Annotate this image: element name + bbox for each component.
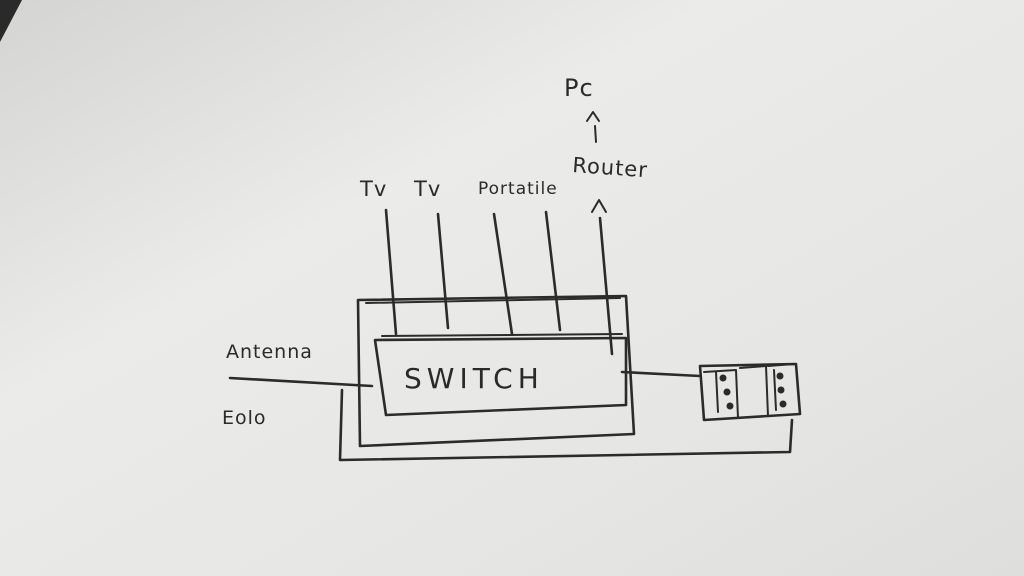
label-eolo: Eolo <box>222 407 267 429</box>
label-switch: SWITCH <box>404 362 544 395</box>
label-tv-1: Tv <box>359 177 387 201</box>
label-router: Router <box>572 153 649 182</box>
cable-switch-to-panel <box>620 370 702 378</box>
label-portatile: Portatile <box>478 179 558 199</box>
pc-arrow-caret-icon <box>586 111 600 122</box>
label-pc: Pc <box>564 74 594 102</box>
cable-tv-2 <box>436 212 450 330</box>
switch-housing-outer <box>356 294 636 448</box>
cable-eolo <box>338 388 794 462</box>
wall-socket-panel-icon <box>698 362 802 422</box>
cable-router <box>598 216 614 356</box>
cable-extra <box>544 210 562 332</box>
switch-housing-top-line <box>365 297 621 304</box>
label-antenna: Antenna <box>226 341 313 363</box>
table-corner <box>0 0 22 42</box>
cable-tv-1 <box>384 208 398 336</box>
cable-portatile <box>492 212 514 336</box>
pc-arrow-stem <box>594 125 597 143</box>
label-tv-2: Tv <box>413 177 441 201</box>
switch-inner-box <box>373 336 628 417</box>
router-arrow-head-icon <box>591 199 607 213</box>
cable-antenna <box>228 376 374 388</box>
switch-inner-top-line <box>381 333 623 337</box>
